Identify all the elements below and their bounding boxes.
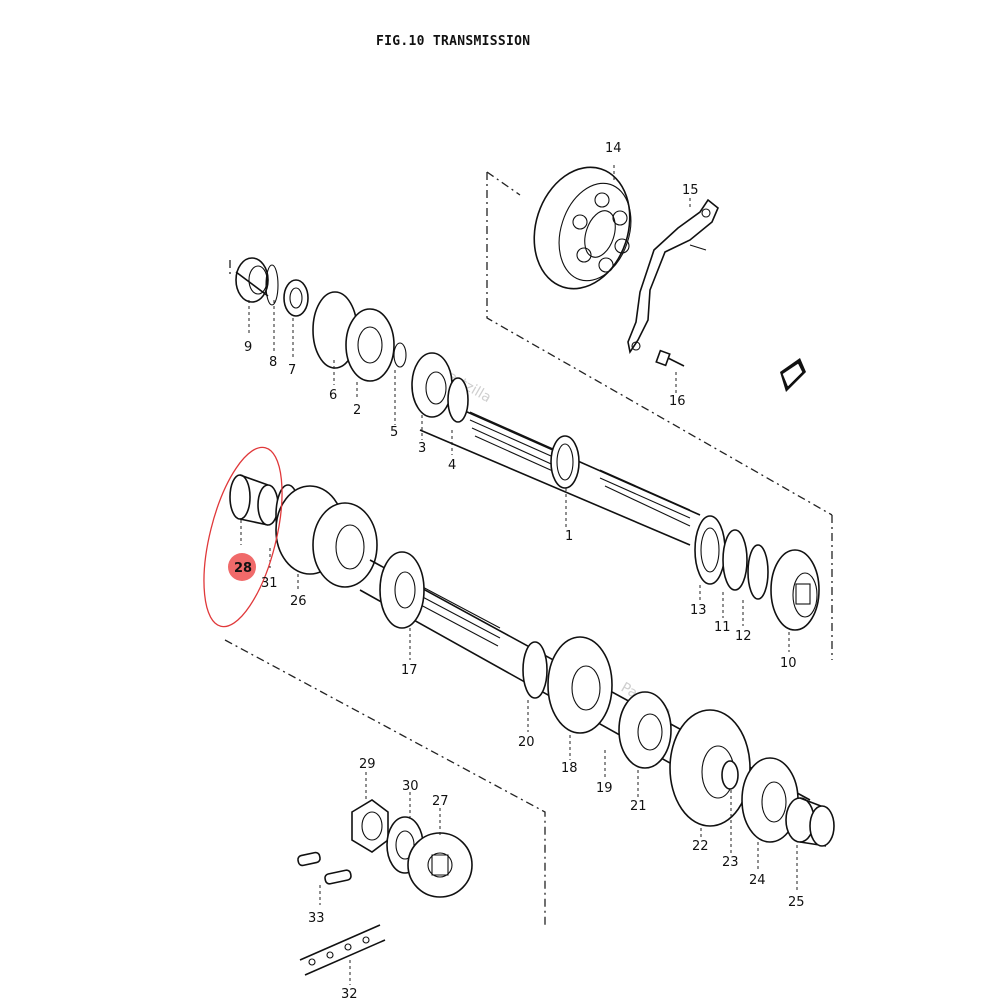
front-arrow-icon	[780, 358, 806, 392]
bearing-14	[533, 166, 632, 290]
callout-6[interactable]: 6	[329, 388, 337, 403]
callout-13[interactable]: 13	[690, 603, 707, 618]
highlight-outline	[203, 446, 283, 628]
callout-29[interactable]: 29	[359, 757, 376, 772]
bearing-retainer-15	[627, 198, 719, 355]
callout-11[interactable]: 11	[714, 620, 731, 635]
callout-25[interactable]: 25	[788, 895, 805, 910]
callout-5[interactable]: 5	[390, 425, 398, 440]
callout-1[interactable]: 1	[565, 529, 573, 544]
callout-7[interactable]: 7	[288, 363, 296, 378]
sprocket-assembly	[351, 799, 473, 898]
callout-32[interactable]: 32	[341, 987, 358, 1000]
callout-3[interactable]: 3	[418, 441, 426, 456]
highlight-marker[interactable]	[228, 553, 256, 581]
callout-9[interactable]: 9	[244, 340, 252, 355]
callout-28[interactable]: 28	[234, 561, 252, 576]
assembly-boundary-lines	[224, 171, 833, 925]
callout-10[interactable]: 10	[780, 656, 797, 671]
driveshaft-assembly	[229, 474, 835, 847]
callout-8[interactable]: 8	[269, 355, 277, 370]
callout-33[interactable]: 33	[308, 911, 325, 926]
callout-26[interactable]: 26	[290, 594, 307, 609]
callout-23[interactable]: 23	[722, 855, 739, 870]
callout-22[interactable]: 22	[692, 839, 709, 854]
screw-16	[655, 349, 685, 367]
drive-chain	[297, 851, 386, 976]
callout-15[interactable]: 15	[682, 183, 699, 198]
callout-27[interactable]: 27	[432, 794, 449, 809]
figure-title: FIG.10 TRANSMISSION	[376, 34, 531, 49]
callout-31[interactable]: 31	[261, 576, 278, 591]
callout-19[interactable]: 19	[596, 781, 613, 796]
callout-17[interactable]: 17	[401, 663, 418, 678]
callout-20[interactable]: 20	[518, 735, 535, 750]
callout-16[interactable]: 16	[669, 394, 686, 409]
callout-21[interactable]: 21	[630, 799, 647, 814]
callout-30[interactable]: 30	[402, 779, 419, 794]
callout-14[interactable]: 14	[605, 141, 622, 156]
countershaft-assembly	[235, 257, 820, 631]
callout-4[interactable]: 4	[448, 458, 456, 473]
callout-2[interactable]: 2	[353, 403, 361, 418]
callout-labels: 1 2 3 4 5 6 7 8 9 10 11 12 13 14 15 16 1…	[234, 141, 805, 1000]
callout-24[interactable]: 24	[749, 873, 766, 888]
leader-lines	[240, 165, 798, 985]
callout-18[interactable]: 18	[561, 761, 578, 776]
callout-12[interactable]: 12	[735, 629, 752, 644]
